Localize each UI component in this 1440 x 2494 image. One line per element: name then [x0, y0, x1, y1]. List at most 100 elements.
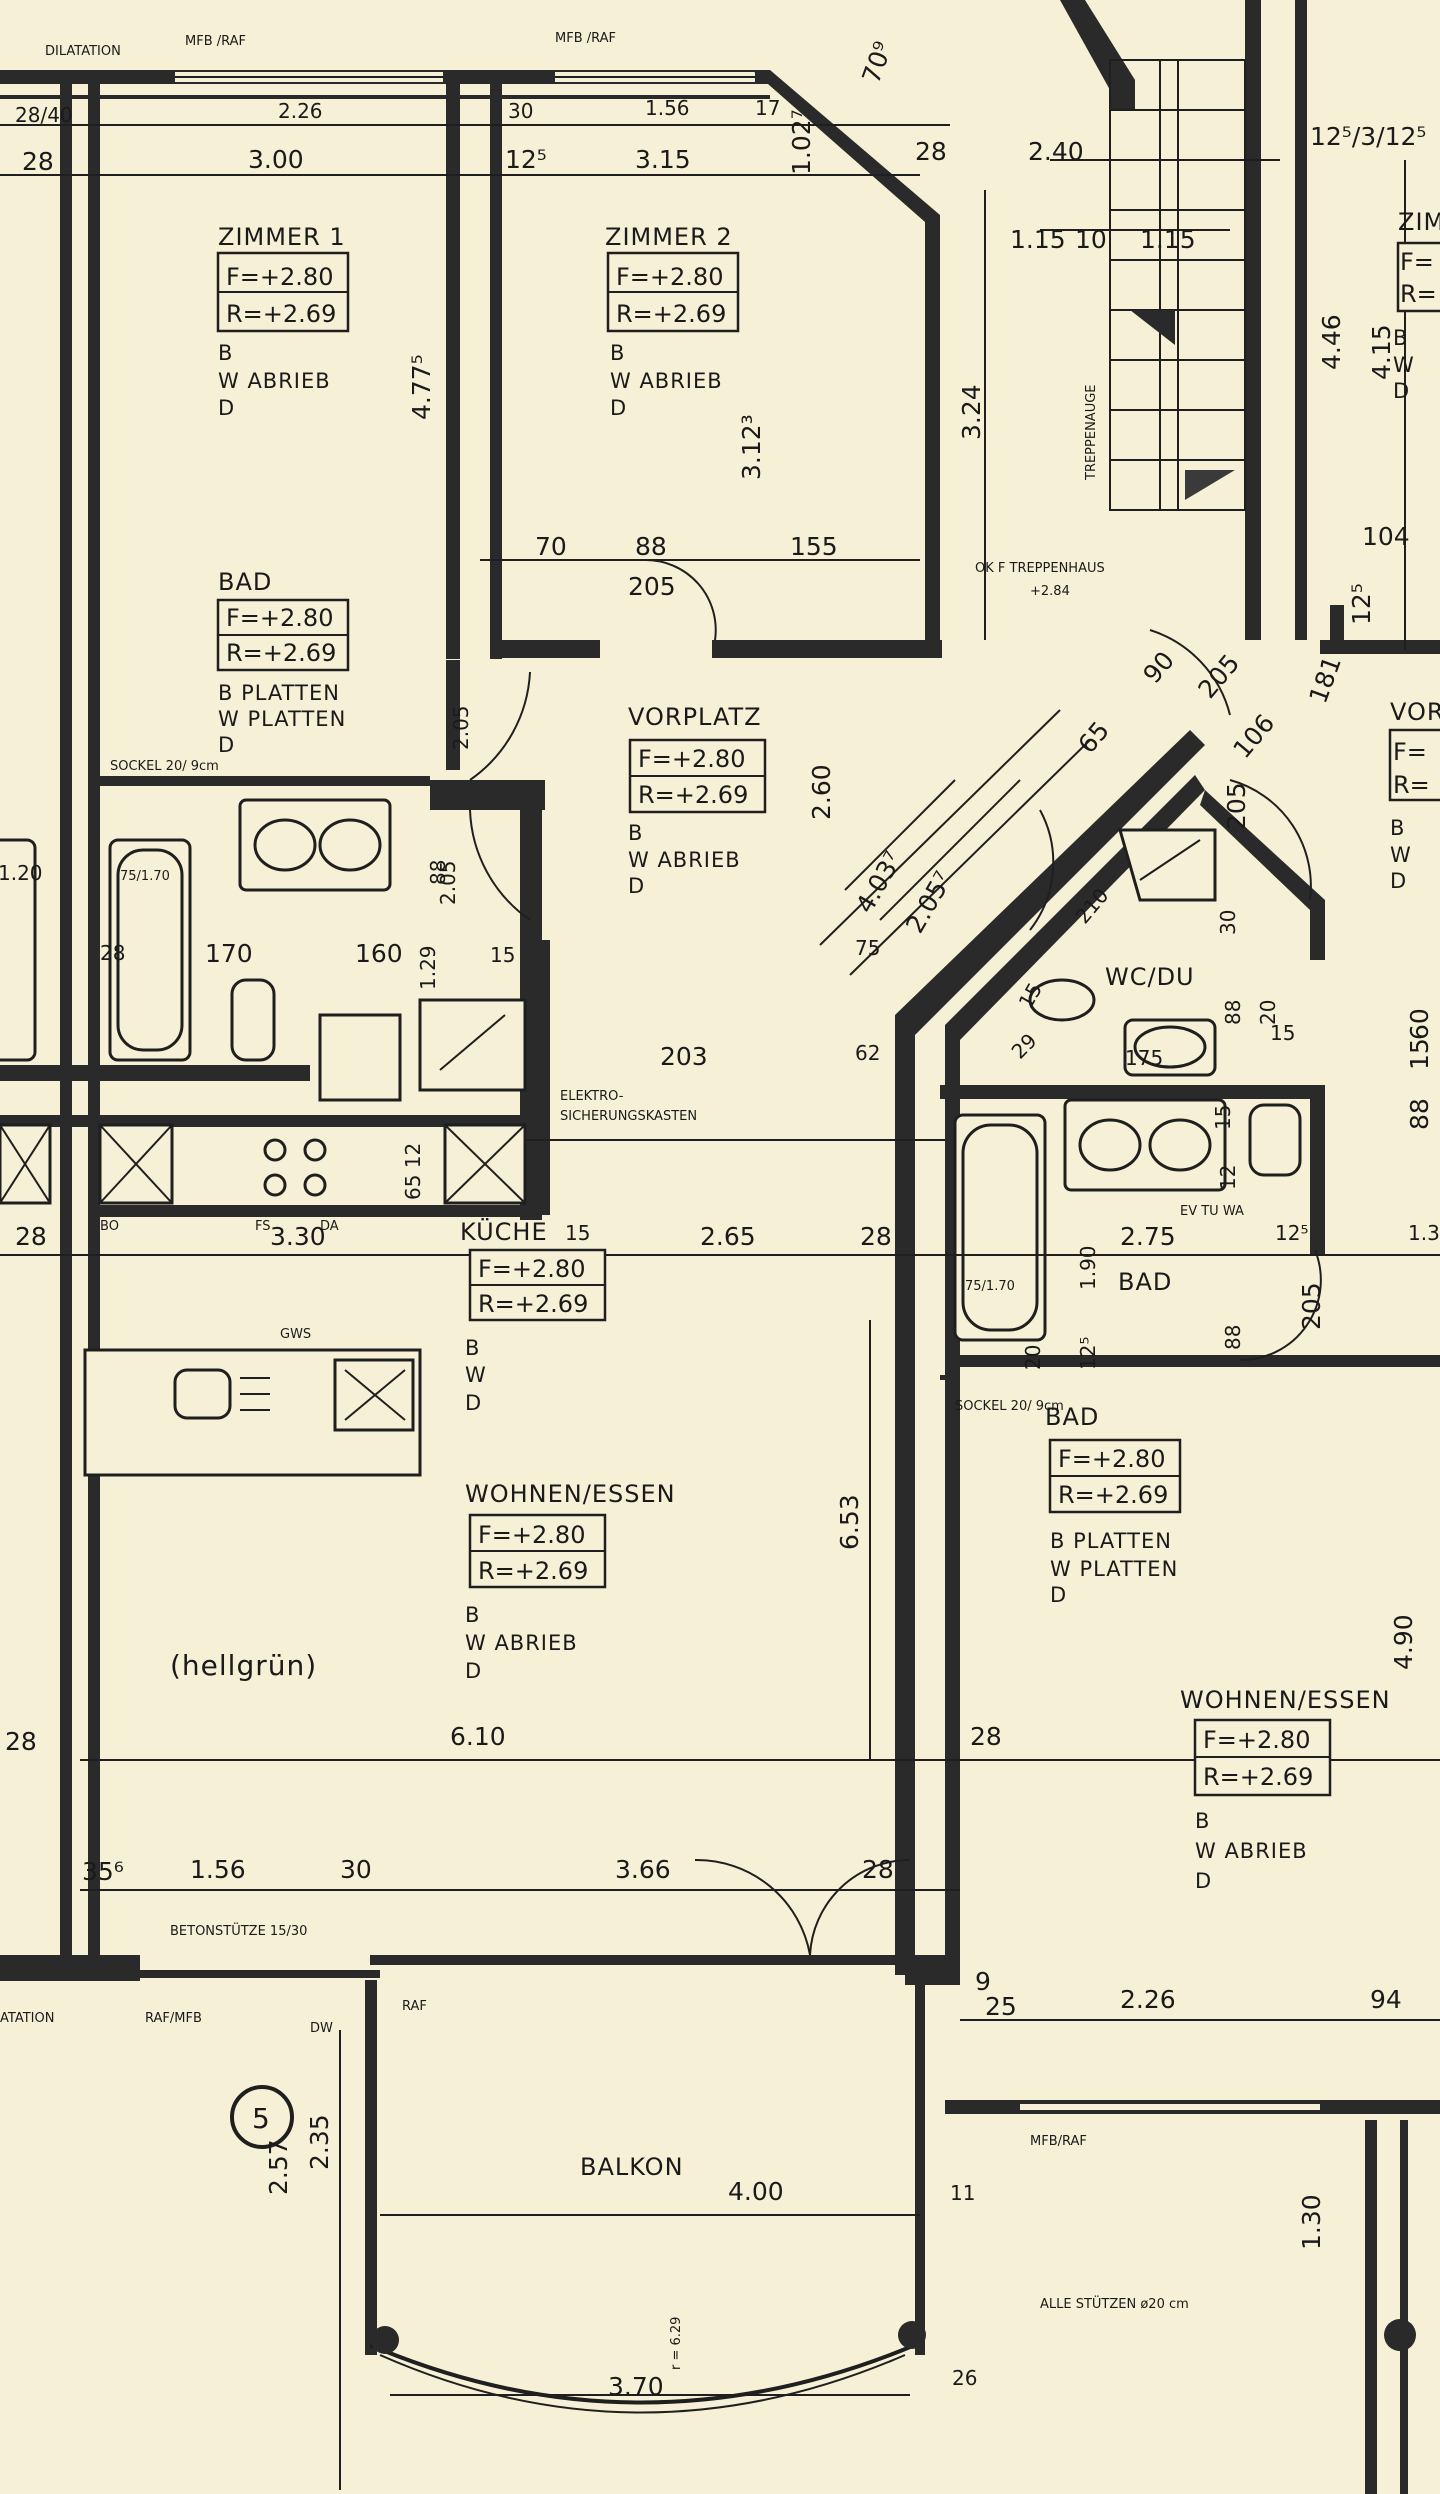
column-right: [898, 2321, 926, 2349]
room-boxes: [216, 241, 1440, 1797]
column-left: [371, 2326, 399, 2354]
label-treppenauge: TREPPENAUGE: [1084, 384, 1099, 481]
room-vorplatz-w: W ABRIEB: [628, 848, 741, 872]
dim: 12⁵: [1347, 583, 1376, 625]
room-wcdu-name: WC/DU: [1105, 963, 1195, 991]
dim: 75/1.70: [965, 1279, 1015, 1294]
label-mfb-raf-1: MFB /RAF: [185, 34, 246, 49]
room-zimmer2-w: W ABRIEB: [610, 369, 723, 393]
dim: 175: [1125, 1046, 1163, 1070]
room-zimmer2-r: R=+2.69: [616, 300, 726, 328]
room-wohnen-r: R=+2.69: [478, 1557, 588, 1585]
room-bad1-r: R=+2.69: [226, 639, 336, 667]
dim: 12⁵: [1076, 1337, 1100, 1370]
room-zimmer2-d: D: [610, 396, 627, 420]
room-bad2-d: D: [1050, 1583, 1067, 1607]
dim: 28: [970, 1722, 1002, 1751]
room-zim-right-d: D: [1393, 379, 1410, 403]
dim: 90: [1137, 646, 1180, 689]
room-bad2-f: F=+2.80: [1058, 1445, 1165, 1473]
dim: 1.90: [1076, 1245, 1100, 1290]
room-bad1-name: BAD: [218, 568, 272, 596]
dim: 88: [635, 532, 667, 561]
door-arc-living: [694, 1858, 811, 1956]
dim: 106: [1227, 709, 1280, 764]
dim: 3.12³: [737, 414, 766, 480]
room-bad-small-name: BAD: [1118, 1268, 1172, 1296]
dim: 160: [355, 939, 403, 968]
room-zim-right-b: B: [1393, 326, 1408, 350]
label-sockel2: SOCKEL 20/ 9cm: [955, 1399, 1064, 1414]
room-vor-right-name: VOR: [1390, 698, 1440, 726]
room-kueche-r: R=+2.69: [478, 1290, 588, 1318]
room-zimmer1-f: F=+2.80: [226, 263, 333, 291]
dim: 2.35: [305, 2114, 334, 2170]
dim: 20: [1021, 1345, 1045, 1370]
label-alle-stuetzen: ALLE STÜTZEN ø20 cm: [1040, 2295, 1189, 2312]
dim: 60: [1405, 1008, 1434, 1040]
dim: 170: [205, 939, 253, 968]
dim: 70⁹: [856, 38, 898, 87]
room-kueche-name: KÜCHE: [460, 1217, 548, 1246]
doors: [469, 558, 1322, 1956]
labels: DILATATION MFB /RAF MFB /RAF 28/40 2.26 …: [0, 31, 1440, 2401]
room-vor-right-w: W: [1390, 843, 1412, 867]
label-mfb-raf-bottom: MFB/RAF: [1030, 2134, 1087, 2149]
staircase: [819, 59, 1246, 976]
room-vor-right-d: D: [1390, 869, 1407, 893]
dim: 30: [508, 99, 533, 123]
dim: 28: [862, 1855, 894, 1884]
dim: 104: [1362, 522, 1410, 551]
label-elektro1: ELEKTRO-: [560, 1089, 624, 1104]
room-vor-right-f: F=: [1393, 738, 1427, 766]
toilet-icon: [230, 978, 276, 1062]
dim: 28: [22, 147, 54, 176]
dim: 1.56: [190, 1855, 246, 1884]
label-dilatation-top: DILATATION: [45, 44, 121, 59]
dim: 205: [628, 572, 676, 601]
dim: 3.30: [270, 1222, 326, 1251]
stove-icon: [263, 1138, 287, 1162]
dim: 4.00: [728, 2177, 784, 2206]
dim: 4.03⁷: [850, 847, 908, 918]
label-raf-mfb: RAF/MFB: [145, 2011, 202, 2026]
label-mfb-raf-2: MFB /RAF: [555, 31, 616, 46]
dim: 4.15: [1367, 324, 1396, 380]
room-wohnen-d: D: [465, 1659, 482, 1683]
room-zimmer1-name: ZIMMER 1: [218, 223, 346, 251]
label-raf: RAF: [402, 1999, 427, 2014]
dim: 28: [860, 1222, 892, 1251]
dim: 205: [1297, 1282, 1326, 1330]
room-zim-right-name: ZIM: [1398, 208, 1440, 236]
dim: 2.26: [1120, 1985, 1176, 2014]
dim: 88: [1221, 1000, 1245, 1025]
room-vorplatz-f: F=+2.80: [638, 745, 745, 773]
dim: 15: [1211, 1105, 1235, 1130]
zimmer2-right-wall: [752, 70, 940, 650]
dim: 10: [1075, 225, 1107, 254]
room-kueche-f: F=+2.80: [478, 1255, 585, 1283]
room-wohnen2-f: F=+2.80: [1203, 1726, 1310, 1754]
dim: 203: [660, 1042, 708, 1071]
room-zimmer1-b: B: [218, 341, 233, 365]
room-bad1-b: B PLATTEN: [218, 681, 340, 705]
room-vorplatz-d: D: [628, 874, 645, 898]
dim: 3.66: [615, 1855, 671, 1884]
dim: 15: [1405, 1038, 1434, 1070]
label-treppenhaus: OK F TREPPENHAUS: [975, 561, 1105, 576]
label-elektro2: SICHERUNGSKASTEN: [560, 1109, 697, 1124]
room-wohnen-w: W ABRIEB: [465, 1631, 578, 1655]
dim: 4.90: [1389, 1614, 1418, 1670]
dim: 1.3: [1408, 1221, 1440, 1245]
room-bad1-d: D: [218, 733, 235, 757]
dim: 1.30: [1297, 2194, 1326, 2250]
dim: 3.00: [248, 145, 304, 174]
label-gws: GWS: [280, 1327, 311, 1342]
dim: 2.05: [449, 705, 473, 750]
washer-icon: [418, 998, 527, 1092]
shower-icon: [1118, 828, 1217, 902]
room-vorplatz-b: B: [628, 821, 643, 845]
room-wohnen2-name: WOHNEN/ESSEN: [1180, 1686, 1391, 1714]
dim: 2.05⁷: [900, 867, 958, 938]
